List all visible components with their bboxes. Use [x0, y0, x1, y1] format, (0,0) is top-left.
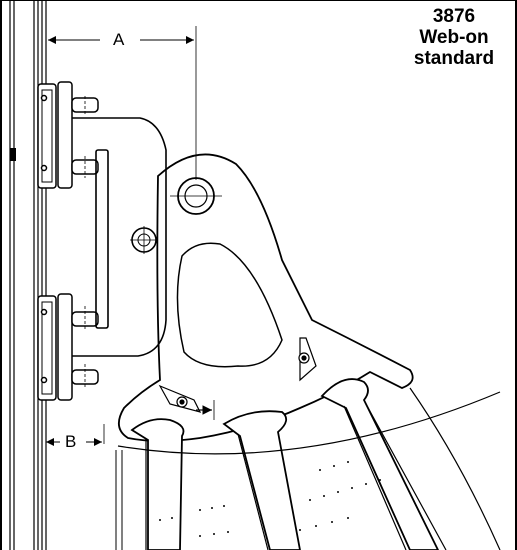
main-plate	[118, 153, 414, 442]
adjuster-right	[298, 337, 317, 382]
upper-hinge	[37, 81, 99, 189]
mounting-arm	[72, 117, 167, 357]
lower-hinge	[37, 293, 99, 401]
mesh-dots	[159, 461, 381, 537]
dimension-b-label: B	[62, 433, 80, 451]
title-line-3: standard	[413, 48, 495, 69]
adjuster-left	[158, 384, 215, 420]
title-line-2: Web-on	[419, 27, 489, 48]
title-block: 3876 Web-on standard	[399, 6, 509, 69]
model-number: 3876	[432, 6, 476, 27]
dimension-a	[48, 26, 197, 180]
mounting-rail	[9, 0, 47, 550]
straps	[130, 378, 447, 550]
dimension-a-label: A	[110, 31, 128, 49]
seat-mesh	[115, 387, 501, 550]
dimension-b	[46, 424, 105, 446]
rail-tab	[10, 148, 16, 161]
